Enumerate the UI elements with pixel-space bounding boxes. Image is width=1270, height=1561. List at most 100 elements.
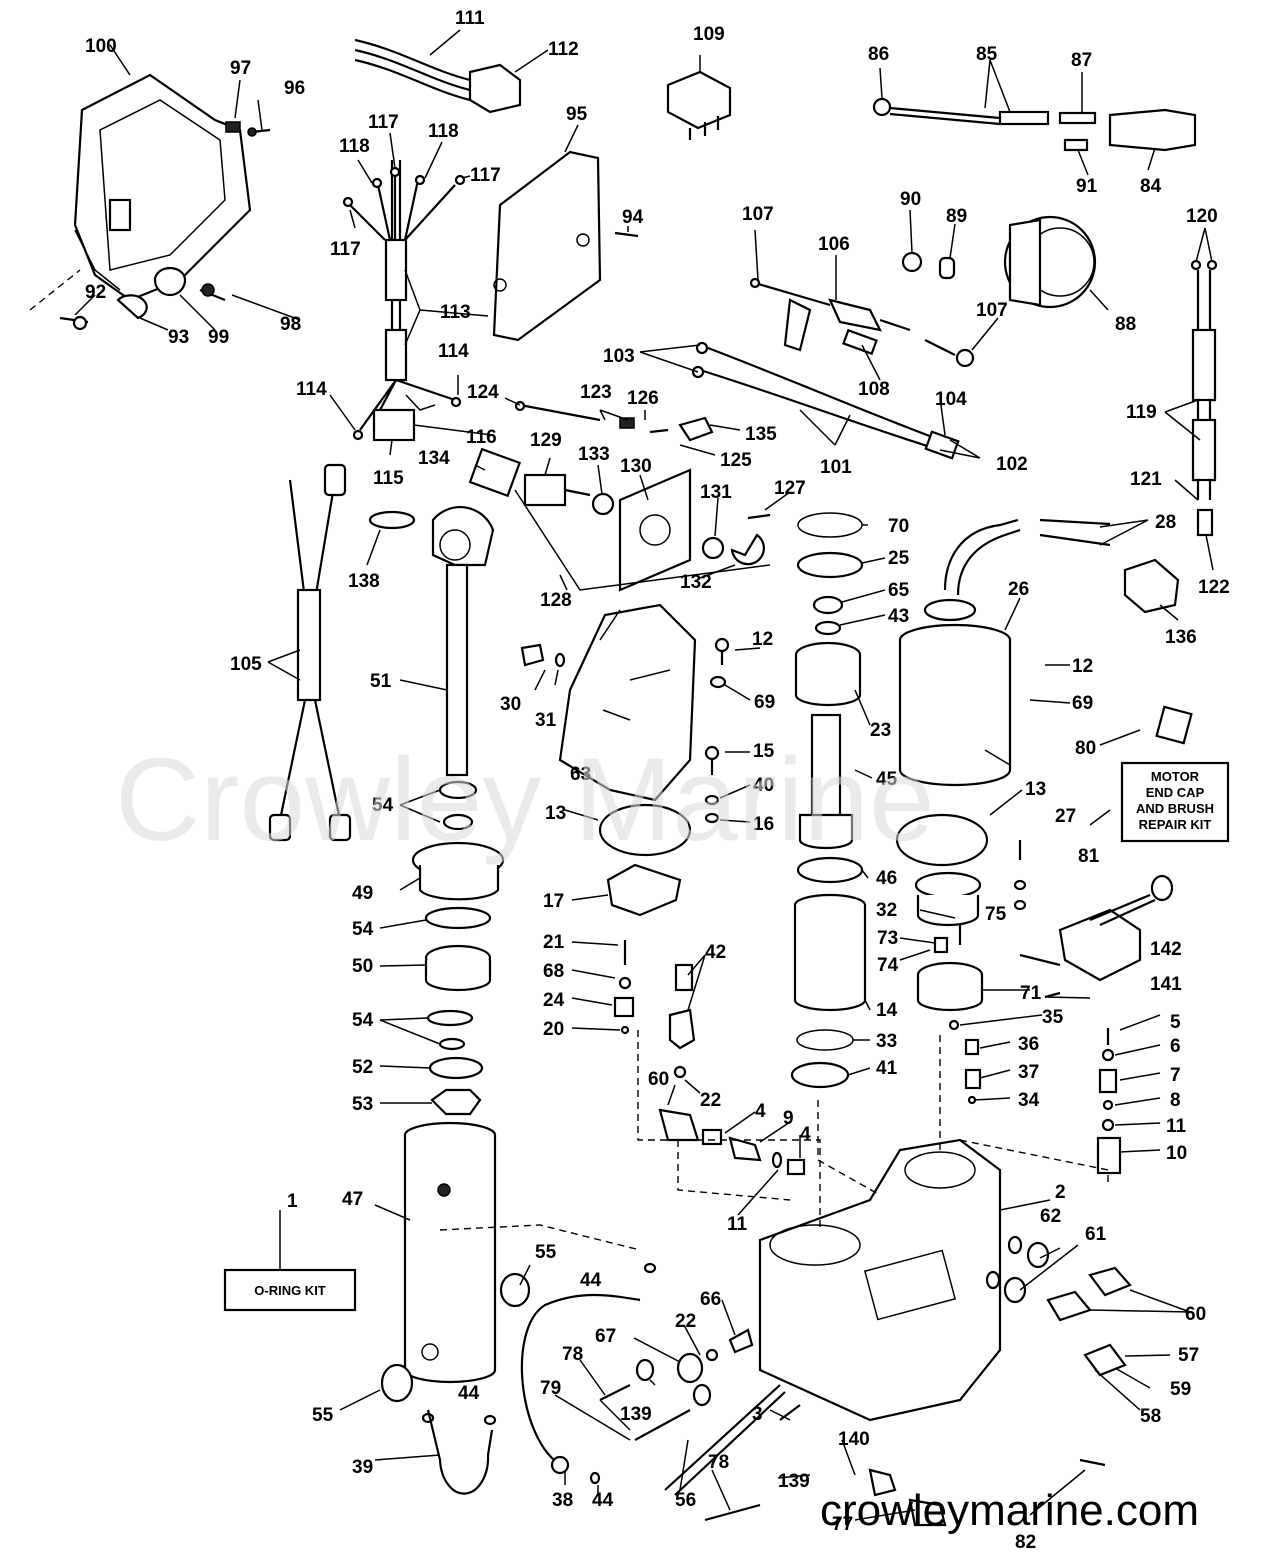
label-100: 100	[85, 36, 117, 57]
label-32: 32	[876, 900, 897, 921]
label-69a: 69	[754, 692, 775, 713]
trim-gauge-part-88	[901, 215, 1097, 309]
motor-kit-box: MOTOR END CAP AND BRUSH REPAIR KIT	[1120, 761, 1230, 843]
pins-parts-3-79	[550, 1328, 1106, 1527]
label-30: 30	[500, 694, 521, 715]
label-99: 99	[208, 327, 229, 348]
label-17: 17	[543, 891, 564, 912]
motor-kit-line4: REPAIR KIT	[1139, 817, 1212, 832]
label-94: 94	[622, 207, 644, 228]
label-142: 142	[1150, 939, 1182, 960]
tube-part-39	[426, 1409, 494, 1495]
label-90: 90	[900, 189, 921, 210]
lead-part-84-91	[872, 97, 1197, 152]
label-38: 38	[552, 1490, 573, 1511]
screw-part-96-97	[225, 121, 271, 137]
label-4a: 4	[755, 1101, 766, 1122]
o-ring-kit-label: O-RING KIT	[254, 1283, 326, 1298]
label-115: 115	[373, 468, 404, 489]
label-65: 65	[888, 580, 910, 601]
label-20: 20	[543, 1019, 564, 1040]
label-24: 24	[543, 990, 565, 1011]
label-132: 132	[680, 572, 712, 593]
valve-parts-20-24	[613, 940, 635, 1035]
label-128: 128	[540, 590, 572, 611]
label-125: 125	[720, 450, 752, 471]
label-16: 16	[753, 814, 774, 835]
cover-plate-part-95	[492, 150, 602, 342]
screws-parts-12-16	[704, 637, 730, 824]
label-42: 42	[705, 942, 726, 963]
label-46: 46	[876, 868, 897, 889]
piston-rod-part-51	[431, 506, 495, 777]
label-55b: 55	[312, 1405, 334, 1426]
harness-part-105	[268, 463, 352, 842]
label-121: 121	[1130, 469, 1162, 490]
label-118a: 118	[339, 136, 370, 157]
label-22b: 22	[675, 1311, 696, 1332]
label-139b: 139	[778, 1471, 810, 1492]
o-ring-kit-box: O-RING KIT	[223, 1268, 357, 1312]
label-86: 86	[868, 44, 889, 65]
relay-part-109	[666, 70, 732, 140]
label-44b: 44	[458, 1383, 480, 1404]
label-34: 34	[1018, 1090, 1040, 1111]
label-37: 37	[1018, 1062, 1039, 1083]
o-ring-part-44b	[421, 1412, 435, 1424]
label-47: 47	[342, 1189, 363, 1210]
solenoid-part-81	[1019, 874, 1174, 999]
plug-parts-30-31	[520, 643, 566, 668]
label-21: 21	[543, 932, 565, 953]
terminals-part-28	[1039, 518, 1111, 547]
valve-stack-parts-5-10	[1096, 1028, 1122, 1175]
label-12b: 12	[1072, 656, 1093, 677]
label-13b: 13	[1025, 779, 1046, 800]
label-124: 124	[467, 382, 499, 403]
label-58: 58	[1140, 1406, 1161, 1427]
label-60a: 60	[648, 1069, 669, 1090]
label-138: 138	[348, 571, 380, 592]
label-102: 102	[996, 454, 1028, 475]
label-116: 116	[466, 427, 497, 448]
label-7: 7	[1170, 1065, 1181, 1086]
label-112: 112	[548, 39, 579, 60]
o-ring-part-13b	[895, 813, 989, 867]
label-59: 59	[1170, 1379, 1191, 1400]
connector-part-136	[1123, 558, 1180, 614]
label-89: 89	[946, 206, 967, 227]
label-8: 8	[1170, 1090, 1181, 1111]
label-25: 25	[888, 548, 910, 569]
label-6: 6	[1170, 1036, 1181, 1057]
label-36: 36	[1018, 1034, 1039, 1055]
label-70: 70	[888, 516, 909, 537]
bushing-part-55	[499, 1272, 531, 1308]
pump-parts-32-75	[914, 840, 1027, 1105]
screw-part-94	[614, 231, 639, 238]
cable-part-101-104	[691, 341, 960, 460]
label-66: 66	[700, 1289, 721, 1310]
label-51: 51	[370, 671, 392, 692]
lead-part-106-108	[749, 277, 975, 368]
label-12a: 12	[752, 629, 773, 650]
fittings-parts-60-62	[985, 1235, 1132, 1377]
manifold-housing-part-2	[758, 1138, 1002, 1422]
label-73: 73	[877, 928, 898, 949]
label-69b: 69	[1072, 693, 1093, 714]
o-ring-part-13a	[598, 803, 692, 857]
label-98: 98	[280, 314, 301, 335]
label-44a: 44	[580, 1270, 602, 1291]
label-44c: 44	[592, 1490, 614, 1511]
label-126: 126	[627, 388, 659, 409]
label-60b: 60	[1185, 1304, 1206, 1325]
clamp-parts-92-99	[29, 266, 226, 331]
label-55a: 55	[535, 1242, 557, 1263]
label-108: 108	[858, 379, 890, 400]
label-10: 10	[1166, 1143, 1187, 1164]
label-88: 88	[1115, 314, 1136, 335]
label-140: 140	[838, 1429, 870, 1450]
label-56: 56	[675, 1490, 696, 1511]
label-54b: 54	[352, 919, 374, 940]
label-114a: 114	[438, 341, 469, 362]
assembly-lines	[439, 1030, 1109, 1251]
label-13a: 13	[545, 803, 566, 824]
